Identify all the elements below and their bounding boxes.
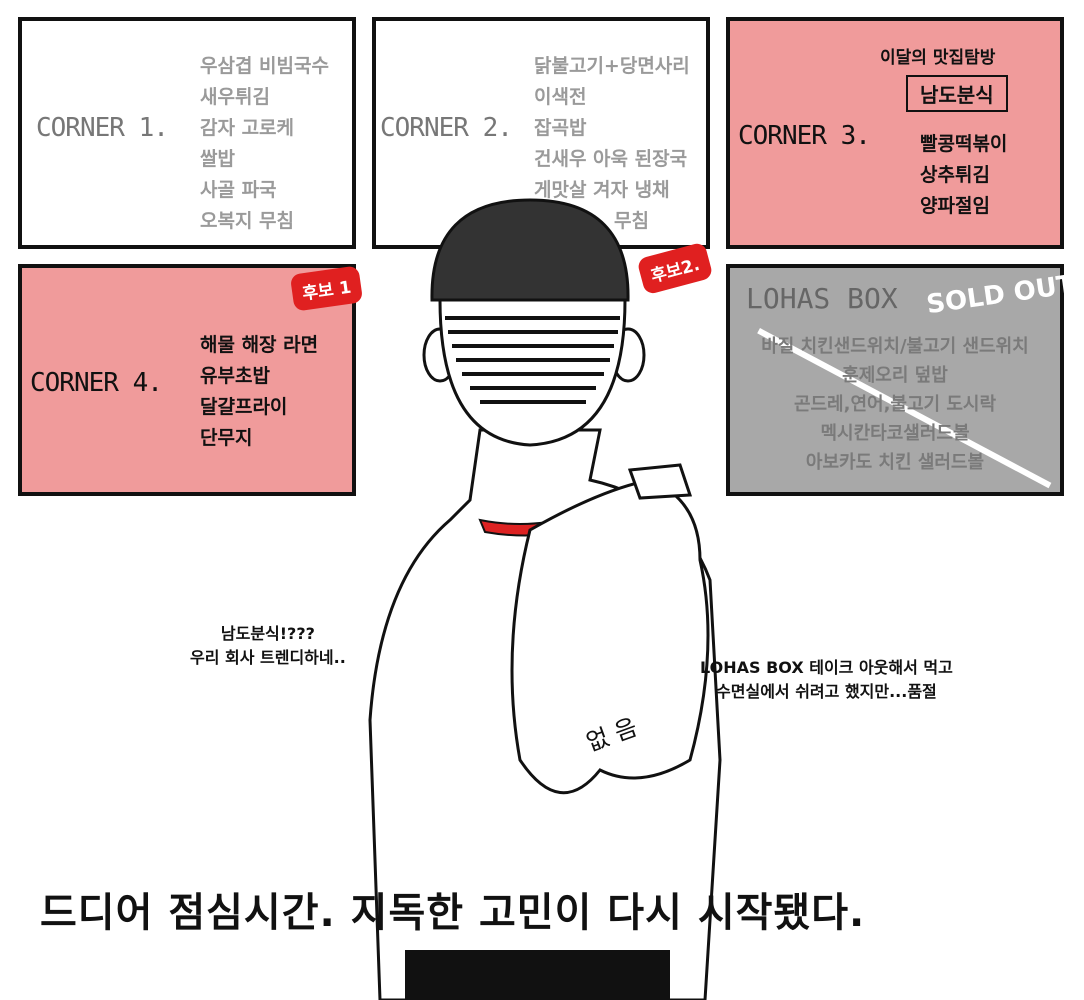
menu-item: 양파절임 (920, 195, 990, 217)
menu-item: 상추튀김 (920, 164, 990, 186)
pants (405, 950, 670, 1000)
menu-item: 게맛살 겨자 냉채 (534, 179, 670, 201)
menu-item: 해물 해장 라면 (200, 334, 319, 356)
speech-line: 수면실에서 쉬려고 했지만...품절 (716, 682, 937, 701)
corner-1-board: CORNER 1. 우삼겹 비빔국수 새우튀김 감자 고로케 쌀밥 사골 파국 … (18, 17, 356, 249)
menu-item: 바질 치킨샌드위치/불고기 샌드위치 (761, 336, 1029, 357)
menu-item: 곤드레,연어,불고기 도시락 (793, 394, 997, 415)
menu-item: 잡곡밥 (534, 117, 587, 139)
speech-left: 남도분식!??? 우리 회사 트렌디하네.. (190, 622, 346, 670)
corner-2-menu: 닭불고기+당면사리 이색전 잡곡밥 건새우 아욱 된장국 게맛살 겨자 냉채 무… (534, 51, 690, 237)
menu-item: 사골 파국 (200, 179, 277, 201)
menu-item: 이색전 (534, 86, 587, 108)
menu-item: 오복지 무침 (200, 210, 295, 232)
speech-line: LOHAS BOX 테이크 아웃해서 먹고 (700, 658, 953, 677)
lohas-title: LOHAS BOX (746, 282, 898, 315)
lohas-menu: 바질 치킨샌드위치/불고기 샌드위치 훈제오리 덮밥 곤드레,연어,불고기 도시… (730, 332, 1060, 477)
menu-item: 유부초밥 (200, 365, 270, 387)
corner-4-board: CORNER 4. 해물 해장 라면 유부초밥 달걀프라이 단무지 (18, 264, 356, 496)
menu-item: 단무지 (200, 427, 253, 449)
speech-right: LOHAS BOX 테이크 아웃해서 먹고 수면실에서 쉬려고 했지만...품절 (700, 656, 953, 704)
menu-item: 훈제오리 덮밥 (842, 365, 948, 386)
menu-item: 새우튀김 (200, 86, 270, 108)
lohas-box-board: LOHAS BOX SOLD OUT 바질 치킨샌드위치/불고기 샌드위치 훈제… (726, 264, 1076, 496)
bag-knot (627, 463, 693, 500)
menu-item: 닭불고기+당면사리 (534, 55, 690, 77)
menu-item: 우삼겹 비빔국수 (200, 55, 329, 77)
corner-1-menu: 우삼겹 비빔국수 새우튀김 감자 고로케 쌀밥 사골 파국 오복지 무침 (200, 51, 329, 237)
corner-3-menu: 빨콩떡볶이 상추튀김 양파절임 (920, 129, 1007, 222)
caption: 드디어 점심시간. 지독한 고민이 다시 시작됐다. (40, 890, 866, 936)
corner-3-label: CORNER 3. (738, 121, 871, 151)
corner-2-board: CORNER 2. 닭불고기+당면사리 이색전 잡곡밥 건새우 아욱 된장국 게… (372, 17, 710, 249)
menu-item: 무침 (614, 210, 649, 232)
hair (430, 198, 630, 302)
menu-item: 감자 고로케 (200, 117, 295, 139)
banner-title: 이달의 맛집탐방 (880, 48, 996, 68)
speech-line: 남도분식!??? (220, 624, 315, 643)
banner-ribbon: 남도분식 (906, 75, 1008, 112)
menu-item: 건새우 아욱 된장국 (534, 148, 688, 170)
corner-4-menu: 해물 해장 라면 유부초밥 달걀프라이 단무지 (200, 330, 318, 454)
menu-item: 달걀프라이 (200, 396, 288, 418)
corner-2-label: CORNER 2. (380, 113, 513, 143)
corner-4-label: CORNER 4. (30, 368, 163, 398)
menu-item: 멕시칸타코샐러드볼 (820, 423, 970, 444)
menu-item: 빨콩떡볶이 (920, 133, 1008, 155)
menu-item: 아보카도 치킨 샐러드볼 (805, 452, 985, 473)
face-scribble (445, 316, 620, 404)
speech-line: 우리 회사 트렌디하네.. (190, 648, 346, 667)
corner-1-label: CORNER 1. (36, 113, 169, 143)
menu-item: 쌀밥 (200, 148, 235, 170)
corner-3-board: CORNER 3. 이달의 맛집탐방 남도분식 빨콩떡볶이 상추튀김 양파절임 (726, 17, 1064, 249)
